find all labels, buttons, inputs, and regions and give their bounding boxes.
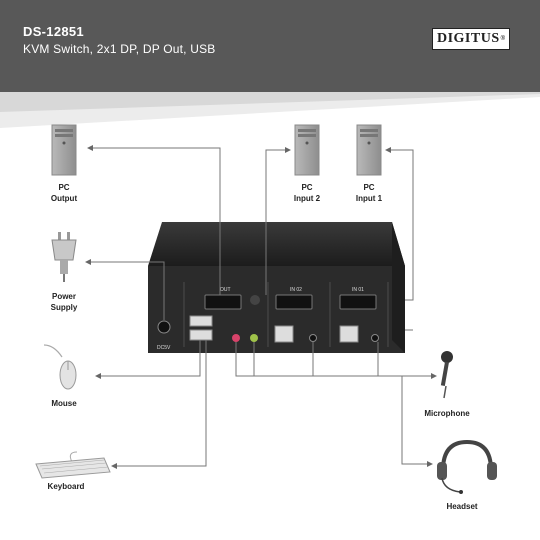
- kvm-device: OUT IN 02 IN 01 DC5V: [148, 222, 405, 353]
- keyboard-icon: [35, 451, 111, 479]
- label-pc-input2: PC Input 2: [277, 182, 337, 204]
- label-pc-output: PC Output: [34, 182, 94, 204]
- label-pc-input2-line2: Input 2: [293, 194, 321, 203]
- label-microphone: Microphone: [424, 409, 470, 418]
- label-keyboard: Keyboard: [47, 482, 85, 491]
- pc-tower-icon: [294, 124, 320, 176]
- headset-icon: [437, 439, 497, 494]
- pc-tower-icon: [51, 124, 77, 176]
- label-pc-input1: PC Input 1: [339, 182, 399, 204]
- mouse-icon: [43, 344, 77, 390]
- power-plug-icon: [51, 232, 77, 282]
- brand-logo-text: DIGITUS: [436, 31, 500, 46]
- port-label-dc: DC5V: [157, 345, 171, 351]
- label-power-supply-line1: Power: [51, 292, 76, 301]
- label-pc-input2-line1: PC: [301, 183, 313, 192]
- brand-logo-mark: ®: [500, 36, 506, 42]
- header-diagonal-band: [0, 92, 540, 128]
- microphone-icon: [440, 351, 453, 399]
- port-label-in2: IN 02: [290, 287, 302, 293]
- brand-logo: DIGITUS®: [432, 28, 510, 50]
- port-label-out: OUT: [220, 287, 231, 293]
- connection-lines: [85, 145, 437, 469]
- label-headset: Headset: [446, 502, 478, 511]
- label-pc-output-line1: PC: [58, 183, 70, 192]
- label-power-supply: Power Supply: [34, 291, 94, 313]
- pc-tower-icon: [356, 124, 382, 176]
- label-pc-output-line2: Output: [50, 194, 78, 203]
- label-pc-input1-line2: Input 1: [355, 194, 383, 203]
- header-bar: DS-12851 KVM Switch, 2x1 DP, DP Out, USB…: [0, 0, 540, 92]
- label-mouse: Mouse: [51, 399, 77, 408]
- label-pc-input1-line1: PC: [363, 183, 375, 192]
- product-subtitle: KVM Switch, 2x1 DP, DP Out, USB: [23, 42, 216, 56]
- model-number: DS-12851: [23, 24, 84, 39]
- port-label-in1: IN 01: [352, 287, 364, 293]
- label-power-supply-line2: Supply: [50, 303, 78, 312]
